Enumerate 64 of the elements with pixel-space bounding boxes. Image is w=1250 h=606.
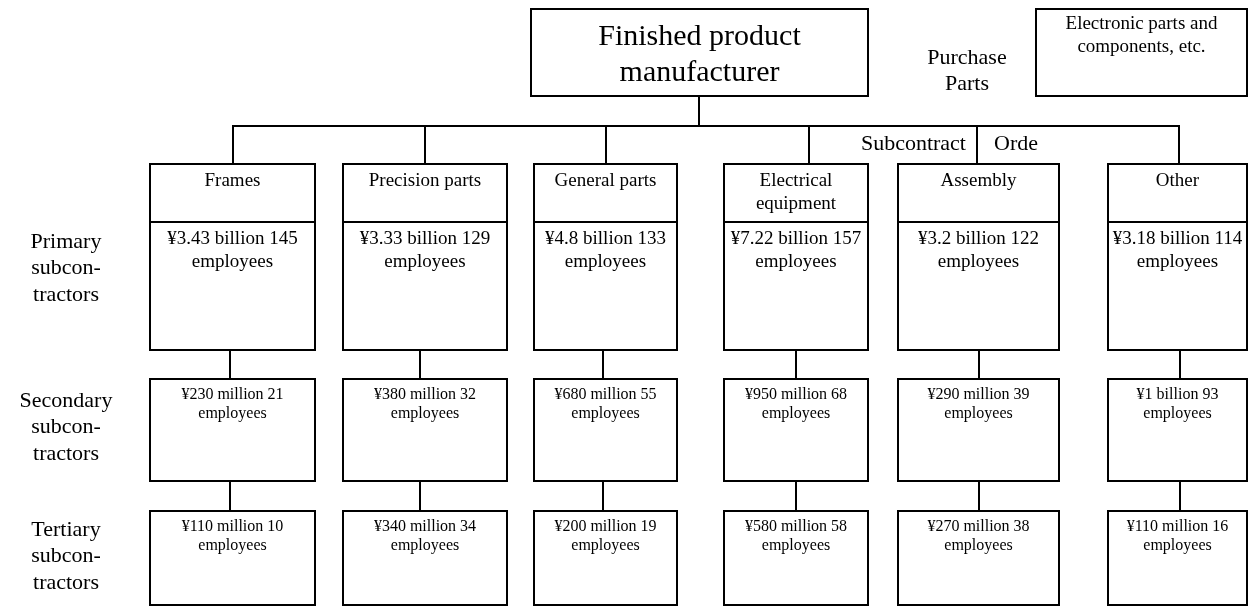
connector-line xyxy=(1179,481,1181,511)
row-label: Tertiary subcon- tractors xyxy=(30,516,102,596)
figures-box xyxy=(723,510,869,606)
sales-and-staff-text: ¥1 billion 93 employees xyxy=(1135,384,1220,423)
category-box xyxy=(897,163,1060,351)
sales-and-staff-text: ¥270 million 38 employees xyxy=(926,516,1031,555)
figures-box xyxy=(149,510,316,606)
purchase-label: Purchase Parts xyxy=(926,44,1008,97)
figures-box xyxy=(342,510,508,606)
figures-box xyxy=(149,378,316,482)
connector-line xyxy=(602,481,604,511)
category-box xyxy=(342,163,508,351)
category-box xyxy=(1107,163,1248,351)
category-box xyxy=(533,163,678,351)
subcontract-label: Subcontract xyxy=(859,130,967,157)
sales-and-staff-text: ¥4.8 billion 133 employees xyxy=(544,226,667,273)
connector-line xyxy=(978,481,980,511)
category-name: Electrical equipment xyxy=(725,165,867,223)
connector-line xyxy=(419,350,421,379)
category-name: General parts xyxy=(535,165,676,223)
sales-and-staff-text: ¥950 million 68 employees xyxy=(743,384,849,423)
sales-and-staff-text: ¥3.18 billion 114 employees xyxy=(1111,226,1244,273)
figures-box xyxy=(897,378,1060,482)
category-name: Assembly xyxy=(899,165,1058,223)
org-box xyxy=(1035,8,1248,97)
row-label: Secondary subcon- tractors xyxy=(18,387,114,467)
sales-and-staff-text: ¥7.22 billion 157 employees xyxy=(729,226,863,273)
box-title: Finished product manufacturer xyxy=(597,16,802,89)
sales-and-staff-text: ¥3.2 billion 122 employees xyxy=(917,226,1040,273)
sales-and-staff-text: ¥230 million 21 employees xyxy=(180,384,285,423)
sales-and-staff-text: ¥290 million 39 employees xyxy=(926,384,1031,423)
box-title: Electronic parts and components, etc. xyxy=(1064,11,1219,58)
connector-line xyxy=(795,481,797,511)
org-box xyxy=(530,8,869,97)
connector-line xyxy=(419,481,421,511)
connector-line xyxy=(1179,350,1181,379)
sales-and-staff-text: ¥580 million 58 employees xyxy=(743,516,849,555)
category-name: Frames xyxy=(151,165,314,223)
sales-and-staff-text: ¥380 million 32 employees xyxy=(372,384,478,423)
figures-box xyxy=(533,510,678,606)
figures-box xyxy=(533,378,678,482)
connector-line xyxy=(978,350,980,379)
figures-box xyxy=(723,378,869,482)
figures-box xyxy=(342,378,508,482)
row-label: Primary subcon- tractors xyxy=(29,228,103,308)
sales-and-staff-text: ¥3.33 billion 129 employees xyxy=(358,226,492,273)
connector-line xyxy=(602,350,604,379)
figures-box xyxy=(1107,510,1248,606)
sales-and-staff-text: ¥3.43 billion 145 employees xyxy=(166,226,299,273)
order-label: Orde xyxy=(993,130,1039,157)
sales-and-staff-text: ¥110 million 16 employees xyxy=(1125,516,1230,555)
figures-box xyxy=(1107,378,1248,482)
category-name: Other xyxy=(1109,165,1246,223)
sales-and-staff-text: ¥680 million 55 employees xyxy=(553,384,658,423)
connector-line xyxy=(229,481,231,511)
figures-box xyxy=(897,510,1060,606)
sales-and-staff-text: ¥340 million 34 employees xyxy=(372,516,478,555)
category-name: Precision parts xyxy=(344,165,506,223)
category-box xyxy=(723,163,869,351)
category-box xyxy=(149,163,316,351)
sales-and-staff-text: ¥200 million 19 employees xyxy=(553,516,658,555)
sales-and-staff-text: ¥110 million 10 employees xyxy=(180,516,285,555)
connector-line xyxy=(795,350,797,379)
connector-line xyxy=(229,350,231,379)
